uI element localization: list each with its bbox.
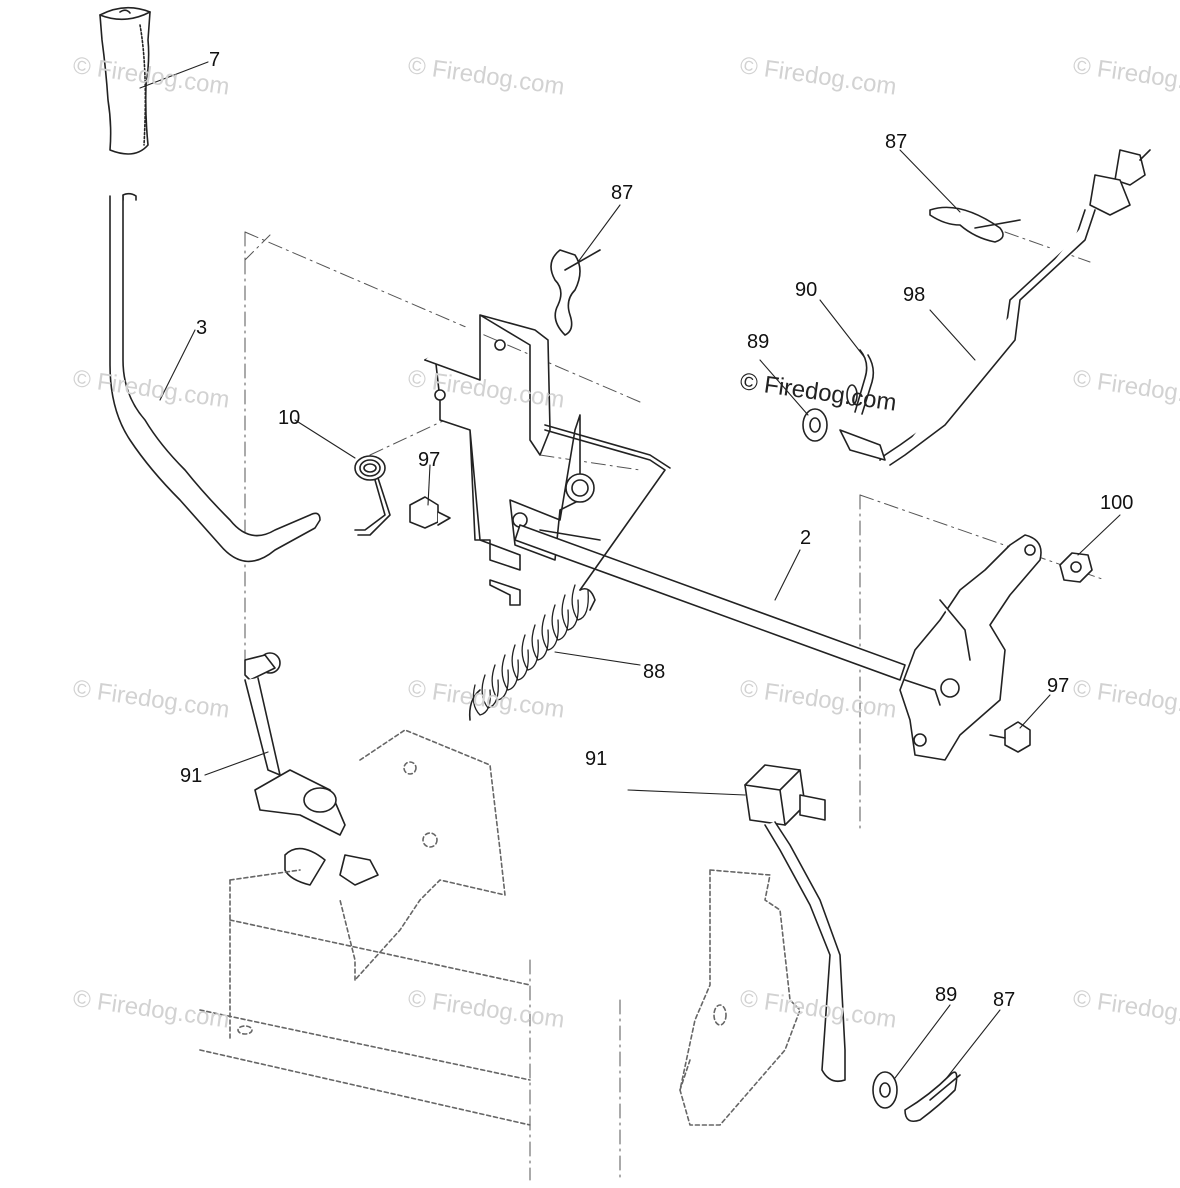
callout-clip-90: 90	[795, 279, 818, 301]
lift-lever	[109, 192, 321, 563]
callout-lift-lever: 3	[196, 317, 208, 339]
callout-washer-89-top: 89	[747, 331, 770, 353]
callout-washer-89-bottom: 89	[935, 984, 958, 1006]
callout-handle-grip: 7	[209, 49, 221, 71]
callout-screw-left: 97	[418, 449, 441, 471]
phantom-lines	[244, 231, 1106, 1181]
lift-link-left	[244, 652, 379, 886]
deck-bracket-left	[339, 729, 506, 981]
screw-left	[409, 496, 451, 529]
screw-right	[989, 721, 1031, 753]
flat-washer-bottom	[872, 1071, 898, 1109]
rod-assembly	[839, 149, 1151, 466]
hairpin-clip-top-right	[929, 206, 1021, 243]
lift-arm-plate	[899, 534, 1042, 761]
callout-extension-spring: 88	[643, 661, 666, 683]
cotter-pin	[846, 349, 875, 415]
callout-nut-100: 100	[1100, 492, 1134, 514]
deck-bracket-right	[679, 869, 801, 1126]
wire-rod	[544, 424, 671, 591]
callout-hairpin-top-right: 87	[885, 131, 908, 153]
extension-spring	[468, 584, 596, 721]
hairpin-clip-top-center	[550, 249, 601, 336]
hairpin-clip-bottom	[904, 1071, 961, 1123]
torsion-spring	[354, 455, 391, 536]
callout-lift-shaft: 2	[800, 527, 812, 549]
deck-body-left	[199, 869, 531, 1126]
callout-hairpin-top-center: 87	[611, 182, 634, 204]
callout-torsion-spring: 10	[278, 407, 301, 429]
callout-rod-98: 98	[903, 284, 926, 306]
callout-link-91-left: 91	[180, 765, 203, 787]
callout-screw-right: 97	[1047, 675, 1070, 697]
callout-link-91-right: 91	[585, 748, 608, 770]
callout-hairpin-bottom: 87	[993, 989, 1016, 1011]
handle-grip	[99, 6, 151, 155]
leader-lines	[139, 61, 1121, 1081]
lift-shaft	[514, 524, 906, 681]
flat-washer-top	[802, 408, 828, 442]
pivot-bracket	[424, 314, 595, 606]
hex-nut	[1059, 552, 1093, 583]
lift-link-right	[744, 764, 846, 1083]
